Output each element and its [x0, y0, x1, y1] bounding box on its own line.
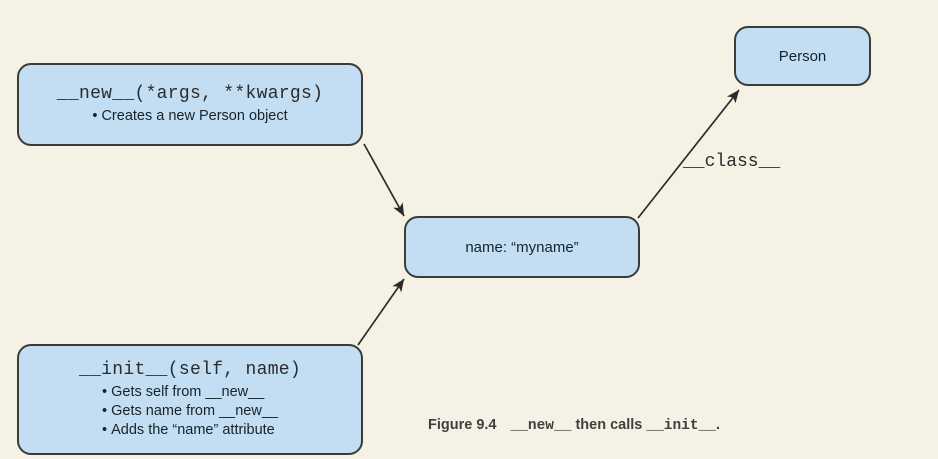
figure-caption: Figure 9.4 __new__ then calls __init__ .: [428, 417, 720, 434]
caption-text-period: .: [716, 417, 721, 433]
node-person-class[interactable]: Person: [734, 26, 871, 86]
node-init-method[interactable]: __init__(self, name) Gets self from __ne…: [17, 344, 363, 455]
list-item: Gets self from __new__: [102, 383, 278, 402]
node-new-title: __new__(*args, **kwargs): [56, 83, 324, 104]
list-item: Creates a new Person object: [92, 107, 287, 126]
edge-label-class: __class__: [683, 152, 781, 172]
caption-text-then-calls: then calls: [571, 417, 647, 433]
caption-mono-init: __init__: [646, 418, 716, 434]
node-init-title: __init__(self, name): [78, 359, 302, 380]
arrow-init-to-instance: [357, 278, 405, 346]
node-person-label: Person: [778, 47, 827, 65]
node-instance[interactable]: name: “myname”: [404, 216, 640, 278]
caption-number: Figure 9.4: [428, 417, 497, 433]
list-item: Gets name from __new__: [102, 402, 278, 421]
arrow-new-to-instance: [363, 143, 405, 217]
node-instance-label: name: “myname”: [465, 238, 579, 256]
node-new-bullets: Creates a new Person object: [92, 107, 287, 126]
caption-mono-new: __new__: [510, 418, 572, 434]
node-init-bullets: Gets self from __new__ Gets name from __…: [102, 383, 278, 440]
list-item: Adds the “name” attribute: [102, 421, 278, 440]
node-new-method[interactable]: __new__(*args, **kwargs) Creates a new P…: [17, 63, 363, 146]
